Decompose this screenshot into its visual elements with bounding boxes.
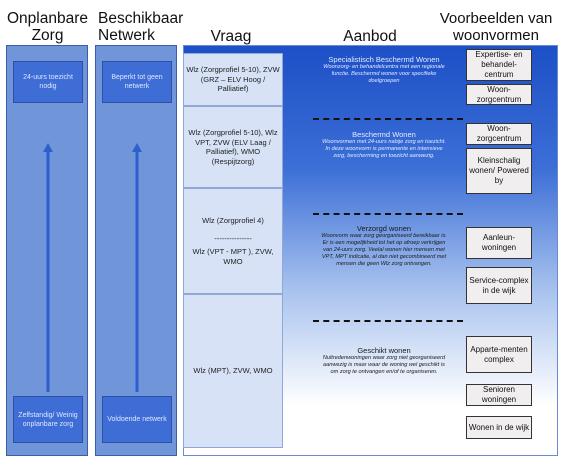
beschikbaar-netwerk-column: Beperkt tot geen netwerk Voldoende netwe… xyxy=(95,45,177,456)
up-arrow-icon xyxy=(132,143,142,392)
woonvorm-box: Wonen in de wijk xyxy=(466,416,532,439)
woonvorm-box: Kleinschalig wonen/ Powered by xyxy=(466,148,532,194)
vraag-row: Wlz (Zorgprofiel 5-10), ZVW (GRZ – ELV H… xyxy=(183,53,283,106)
woonvorm-box: Woon-zorgcentrum xyxy=(466,84,532,105)
header-beschikbaar-netwerk: Beschikbaar Netwerk xyxy=(98,10,184,44)
woonvorm-box: Woon-zorgcentrum xyxy=(466,123,532,145)
aanbod-title: Verzorgd wonen xyxy=(356,224,412,233)
vraag-column: Wlz (Zorgprofiel 5-10), ZVW (GRZ – ELV H… xyxy=(183,53,283,448)
aanbod-description: Woonvormen met 24-uurs nabije zorg en to… xyxy=(322,139,446,159)
woonvorm-box: Service-complex in de wijk xyxy=(466,267,532,304)
vraag-row-text: Wlz (Zorgprofiel 4) xyxy=(202,216,264,225)
vraag-row: Wlz (Zorgprofiel 5-10), Wlz VPT, ZVW (EL… xyxy=(183,106,283,188)
vraag-row: Wlz (MPT), ZVW, WMO xyxy=(183,294,283,448)
aanbod-title: Beschermd Wonen xyxy=(352,130,416,139)
vraag-row-text: Wlz (VPT - MPT ), ZVW, WMO xyxy=(192,247,274,266)
dashed-divider xyxy=(313,320,463,322)
vraag-row: Wlz (Zorgprofiel 4) --------------- Wlz … xyxy=(183,188,283,294)
vraag-row-separator: --------------- xyxy=(214,233,252,243)
onplanbare-zorg-column: 24-uurs toezicht nodig Zelfstandig/ Wein… xyxy=(6,45,88,456)
aanbod-item: Verzorgd wonen Woonvorm waar zorg georga… xyxy=(320,224,448,268)
aanbod-description: Woonzorg- en behandelcentra met een regi… xyxy=(323,64,445,84)
aanbod-title: Geschikt wonen xyxy=(357,346,411,355)
vraag-row-text: Wlz (MPT), ZVW, WMO xyxy=(193,366,273,376)
aanbod-description: Nultredenwoningen waar zorg niet georgan… xyxy=(322,355,446,375)
woonvorm-box: Senioren woningen xyxy=(466,384,532,406)
header-aanbod: Aanbod xyxy=(343,28,397,45)
aanbod-title: Specialistisch Beschermd Wonen xyxy=(328,55,440,64)
header-onplanbare-zorg: Onplanbare Zorg xyxy=(6,10,88,44)
aanbod-item: Geschikt wonen Nultredenwoningen waar zo… xyxy=(320,346,448,376)
header-voorbeelden-woonvormen: Voorbeelden van woonvormen xyxy=(439,10,553,44)
aanbod-item: Beschermd Wonen Woonvormen met 24-uurs n… xyxy=(320,130,448,160)
dashed-divider xyxy=(313,213,463,215)
header-vraag: Vraag xyxy=(210,28,252,45)
beschikbaar-netwerk-top-box: Beperkt tot geen netwerk xyxy=(102,61,172,103)
vraag-row-text: Wlz (Zorgprofiel 5-10), Wlz VPT, ZVW (EL… xyxy=(188,128,278,166)
woonvorm-box: Apparte-menten complex xyxy=(466,336,532,373)
vraag-row-text: Wlz (Zorgprofiel 5-10), ZVW (GRZ – ELV H… xyxy=(186,65,280,94)
woonvorm-box: Expertise- en behandel-centrum xyxy=(466,49,532,81)
onplanbare-zorg-top-box: 24-uurs toezicht nodig xyxy=(13,61,83,103)
aanbod-description: Woonvorm waar zorg georganiseerd bereikb… xyxy=(321,233,447,267)
aanbod-item: Specialistisch Beschermd Wonen Woonzorg-… xyxy=(320,55,448,85)
dashed-divider xyxy=(313,118,463,120)
beschikbaar-netwerk-bottom-box: Voldoende netwerk xyxy=(102,396,172,443)
up-arrow-icon xyxy=(43,143,53,392)
onplanbare-zorg-bottom-box: Zelfstandig/ Weinig onplanbare zorg xyxy=(13,396,83,443)
woonvorm-box: Aanleun-woningen xyxy=(466,227,532,259)
